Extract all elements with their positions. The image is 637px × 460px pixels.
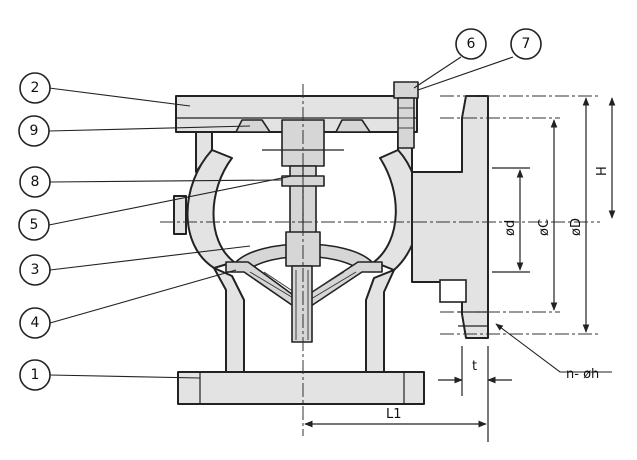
callout-4: 4 [19, 307, 51, 339]
callout-3-label: 3 [31, 262, 40, 278]
valve-body [173, 95, 489, 405]
callout-9-label: 9 [30, 123, 39, 139]
dim-label-holes: n- øh [566, 367, 599, 382]
vent-plug [393, 81, 419, 99]
dimension-labels: H ød øC øD t L1 n- øh [386, 166, 610, 422]
callout-2: 2 [19, 72, 51, 104]
callout-5-label: 5 [30, 217, 39, 233]
dimension-lines [304, 97, 616, 428]
body-wall-left [186, 149, 235, 269]
base-flange [177, 371, 425, 405]
callout-7-label: 7 [522, 36, 531, 52]
dim-label-c: øC [537, 219, 552, 236]
callout-7: 7 [510, 28, 542, 60]
callout-leaders [48, 56, 514, 379]
callout-3: 3 [19, 254, 51, 286]
callout-4-label: 4 [31, 315, 40, 331]
dim-label-h: H [595, 166, 610, 176]
callout-1: 1 [19, 359, 51, 391]
callout-9: 9 [18, 115, 50, 147]
dim-label-l1: L1 [386, 407, 402, 422]
dim-label-od: øD [569, 218, 584, 236]
seat [225, 261, 383, 313]
dim-label-t: t [472, 359, 477, 374]
center-lines [160, 84, 600, 442]
callout-8: 8 [19, 166, 51, 198]
callout-5: 5 [18, 209, 50, 241]
callout-8-label: 8 [31, 174, 40, 190]
lower-spindle [291, 265, 313, 343]
callout-6: 6 [455, 28, 487, 60]
lower-body-left [213, 267, 245, 373]
dim-label-d: ød [503, 220, 518, 236]
callout-1-label: 1 [31, 367, 40, 383]
lower-body-right [365, 269, 395, 373]
callout-6-label: 6 [467, 36, 476, 52]
callout-2-label: 2 [31, 80, 40, 96]
